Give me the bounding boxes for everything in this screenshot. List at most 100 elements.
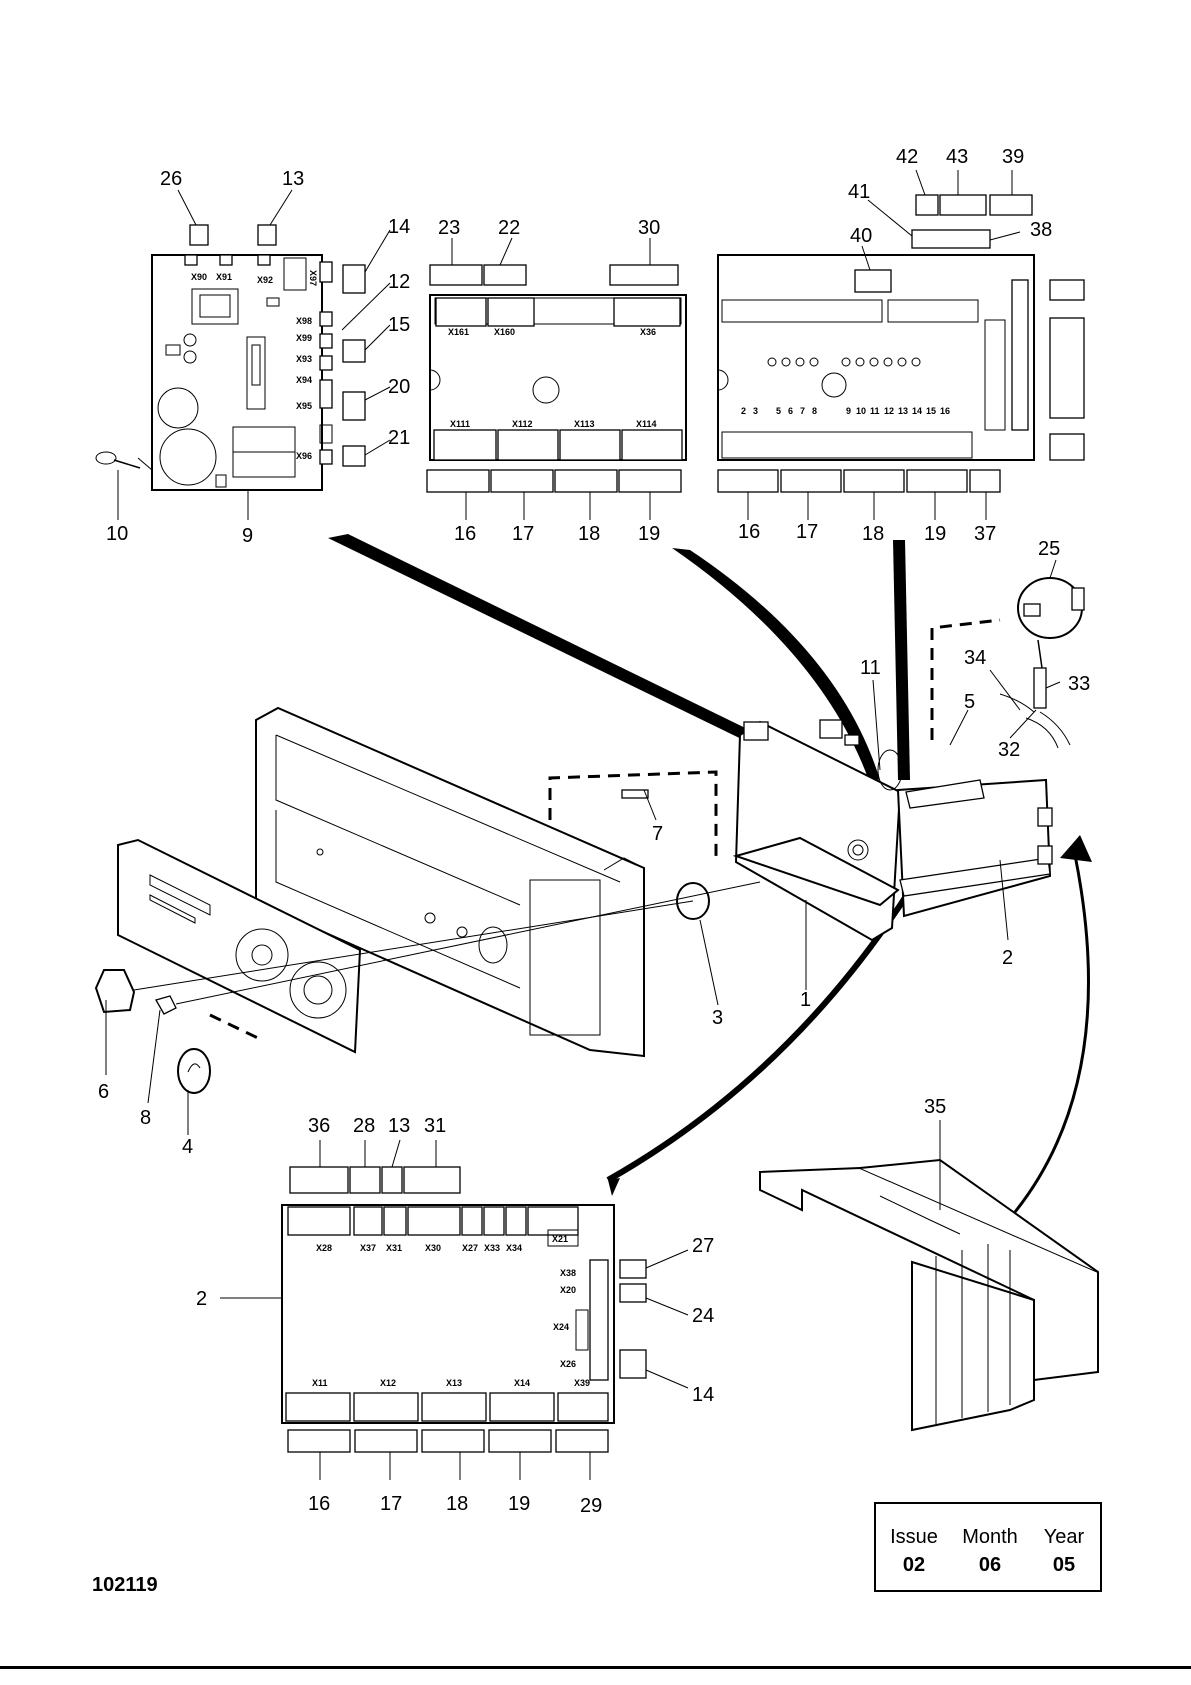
- month-value: 06: [978, 1554, 1002, 1576]
- callout-13: 13: [282, 168, 304, 190]
- connector-label: X160: [494, 327, 515, 337]
- plug-24: [619, 1283, 647, 1303]
- connector-label: X13: [446, 1378, 462, 1388]
- fascia-plate: [117, 838, 362, 1054]
- callout-17: 17: [796, 521, 818, 543]
- callout-36: 36: [308, 1115, 330, 1137]
- board-number: 6: [788, 406, 793, 416]
- plug-22: [483, 264, 527, 286]
- plug-16: [717, 469, 779, 493]
- board-number: 14: [912, 406, 922, 416]
- connector-label: X94: [296, 375, 312, 385]
- connector-label: X98: [296, 316, 312, 326]
- callout-26: 26: [160, 168, 182, 190]
- connector-label: X11: [312, 1378, 328, 1388]
- board-number: 13: [898, 406, 908, 416]
- chassis-1: [732, 719, 903, 942]
- front-panel: [255, 706, 645, 1058]
- board-number: 8: [812, 406, 817, 416]
- board-number: 3: [753, 406, 758, 416]
- plug-23: [429, 264, 483, 286]
- callout-9: 9: [242, 525, 253, 547]
- side-plug: [1049, 317, 1085, 419]
- callout-39: 39: [1002, 146, 1024, 168]
- connector-label: X28: [316, 1243, 332, 1253]
- callout-28: 28: [353, 1115, 375, 1137]
- control-board-2-mounted: [896, 778, 1053, 918]
- board-number: 2: [741, 406, 746, 416]
- side-plug: [1049, 433, 1085, 461]
- callout-38: 38: [1030, 219, 1052, 241]
- callout-11: 11: [860, 657, 881, 679]
- board-number: 9: [846, 406, 851, 416]
- callout-16: 16: [308, 1493, 330, 1515]
- connector-label: X31: [386, 1243, 402, 1253]
- callout-12: 12: [388, 271, 410, 293]
- callout-33: 33: [1068, 673, 1090, 695]
- plug-19: [906, 469, 968, 493]
- callout-19: 19: [924, 523, 946, 545]
- callout-25: 25: [1038, 538, 1060, 560]
- plug-19: [488, 1429, 552, 1453]
- callout-8: 8: [140, 1107, 151, 1129]
- issue-info-box: Issue Month Year 02 06 05: [874, 1502, 1102, 1592]
- plug-13: [257, 224, 277, 246]
- callout-7: 7: [652, 823, 663, 845]
- plug-15: [342, 339, 366, 363]
- pin-8: [155, 995, 177, 1015]
- callout-22: 22: [498, 217, 520, 239]
- plug-41: [911, 229, 991, 249]
- callout-29: 29: [580, 1495, 602, 1517]
- callout-31: 31: [424, 1115, 446, 1137]
- connector-label: X37: [360, 1243, 376, 1253]
- connector-label: X14: [514, 1378, 530, 1388]
- issue-label: Issue: [890, 1526, 938, 1548]
- board-number: 10: [856, 406, 866, 416]
- pin-7: [621, 789, 649, 799]
- connector-label: X36: [640, 327, 656, 337]
- side-plug: [1049, 279, 1085, 301]
- plug-36: [289, 1166, 349, 1194]
- plug-31: [403, 1166, 461, 1194]
- plug-27: [619, 1259, 647, 1279]
- knob-6: [94, 969, 136, 1014]
- callout-10: 10: [106, 523, 128, 545]
- callout-18: 18: [578, 523, 600, 545]
- control-board-2-detail: X28 X37 X31 X30 X27 X33 X34 X21 X38 X20 …: [281, 1166, 647, 1453]
- year-label: Year: [1043, 1526, 1085, 1548]
- plug-43: [939, 194, 987, 216]
- plug-14: [342, 264, 366, 294]
- callout-37: 37: [974, 523, 996, 545]
- board-number: 5: [776, 406, 781, 416]
- pressure-switch-25: [999, 577, 1085, 749]
- board-number: 16: [940, 406, 950, 416]
- connector-label: X96: [296, 451, 312, 461]
- connector-label: X112: [512, 419, 533, 429]
- callout-15: 15: [388, 314, 410, 336]
- callout-3: 3: [712, 1007, 723, 1029]
- plug-18: [843, 469, 905, 493]
- connector-label: X38: [560, 1268, 576, 1278]
- connector-label: X90: [191, 272, 207, 282]
- plug-20: [342, 391, 366, 421]
- callout-4: 4: [182, 1136, 193, 1158]
- terminal-dots: [767, 357, 921, 367]
- plug-16: [426, 469, 490, 493]
- connector-label: X39: [574, 1378, 590, 1388]
- callout-6: 6: [98, 1081, 109, 1103]
- callout-17: 17: [380, 1493, 402, 1515]
- control-board-middle: X161 X160 X36 X111 X112 X113 X114: [426, 264, 687, 493]
- plug-40: [854, 269, 892, 293]
- plug-17: [490, 469, 554, 493]
- connector-label: X113: [574, 419, 595, 429]
- plug-18: [421, 1429, 485, 1453]
- callout-18: 18: [446, 1493, 468, 1515]
- connector-label: X93: [296, 354, 312, 364]
- plug-29: [555, 1429, 609, 1453]
- board-number: 7: [800, 406, 805, 416]
- callout-2: 2: [1002, 947, 1013, 969]
- screw-10: [95, 451, 117, 465]
- year-value: 05: [1052, 1554, 1076, 1576]
- callout-30: 30: [638, 217, 660, 239]
- plug-21: [342, 445, 366, 467]
